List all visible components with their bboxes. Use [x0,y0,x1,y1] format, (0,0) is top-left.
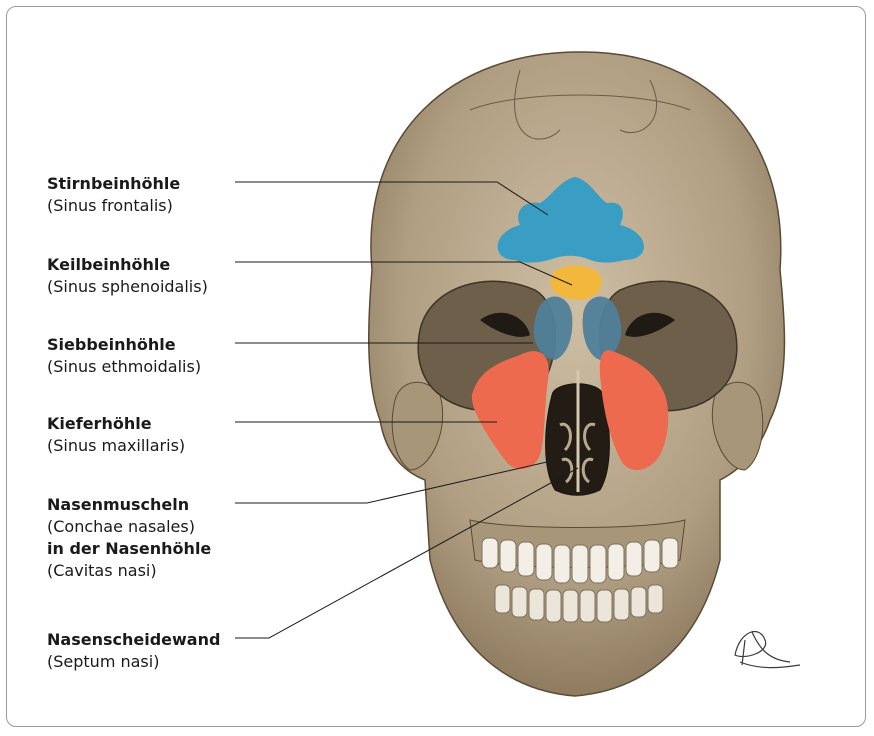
label-maxillary-sinus-german: Kieferhöhle [47,413,185,435]
label-nasal-septum-latin: (Septum nasi) [47,651,220,673]
label-frontal-sinus-latin: (Sinus frontalis) [47,195,180,217]
label-nasal-conchae-latin: (Conchae nasales) [47,516,211,538]
label-maxillary-sinus: Kieferhöhle (Sinus maxillaris) [47,413,185,457]
label-frontal-sinus-german: Stirnbeinhöhle [47,173,180,195]
label-ethmoid-sinus-latin: (Sinus ethmoidalis) [47,356,201,378]
label-nasal-septum-german: Nasenscheidewand [47,629,220,651]
label-nasal-septum: Nasenscheidewand (Septum nasi) [47,629,220,673]
label-sphenoid-sinus-latin: (Sinus sphenoidalis) [47,276,208,298]
label-frontal-sinus: Stirnbeinhöhle (Sinus frontalis) [47,173,180,217]
label-nasal-conchae-german: Nasenmuscheln [47,494,211,516]
label-maxillary-sinus-latin: (Sinus maxillaris) [47,435,185,457]
label-ethmoid-sinus-german: Siebbeinhöhle [47,334,201,356]
label-sphenoid-sinus-german: Keilbeinhöhle [47,254,208,276]
label-nasal-cavity-latin: (Cavitas nasi) [47,560,211,582]
artist-signature [735,632,800,668]
label-nasal-cavity-german: in der Nasenhöhle [47,538,211,560]
label-ethmoid-sinus: Siebbeinhöhle (Sinus ethmoidalis) [47,334,201,378]
label-sphenoid-sinus: Keilbeinhöhle (Sinus sphenoidalis) [47,254,208,298]
label-nasal-conchae: Nasenmuscheln (Conchae nasales) in der N… [47,494,211,582]
